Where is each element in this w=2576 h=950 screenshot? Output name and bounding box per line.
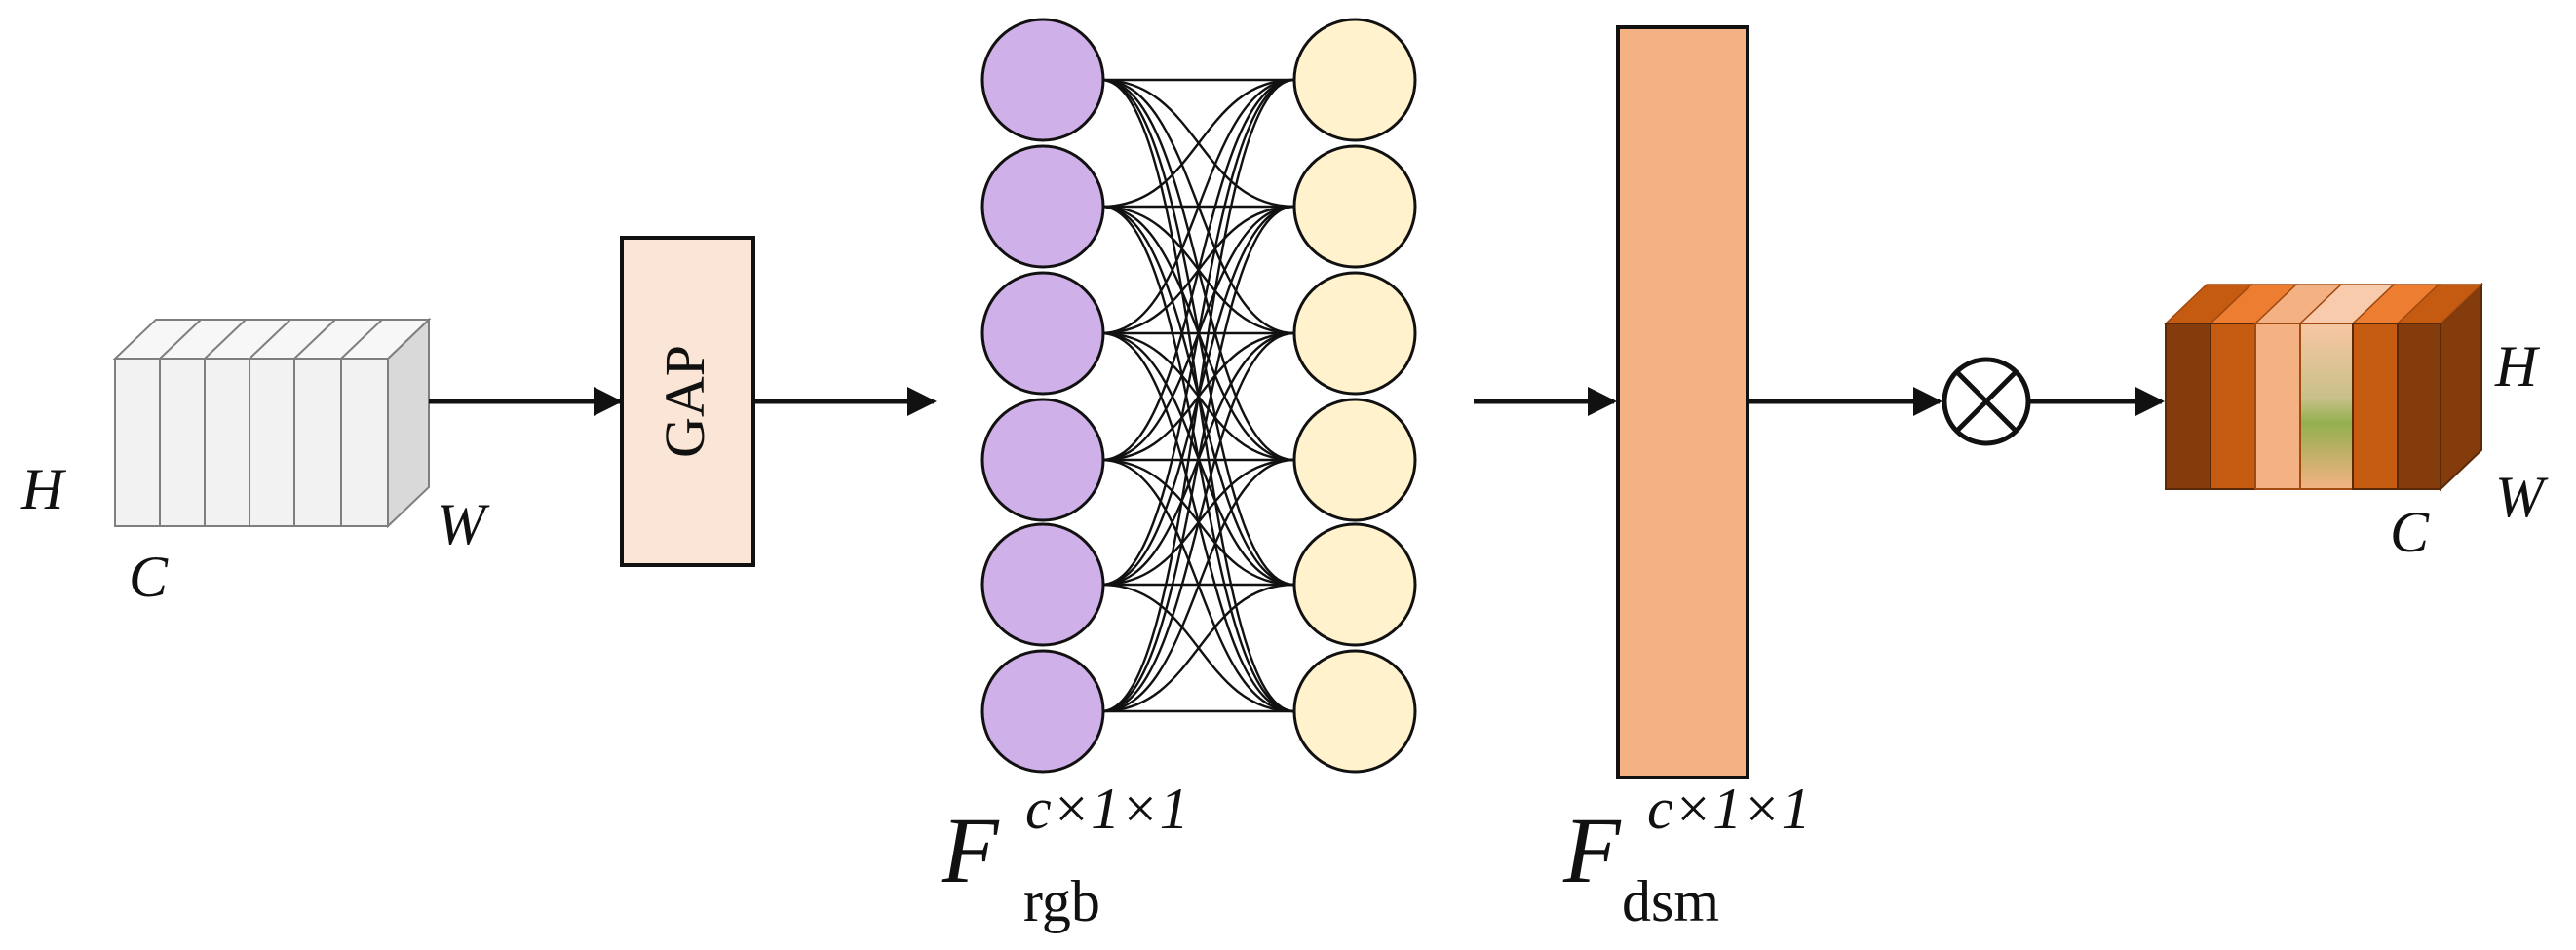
- fc-left-node: [980, 271, 1105, 396]
- fc-rgb-label: F c×1×1 rgb: [941, 777, 1189, 933]
- dsm-block: F c×1×1 dsm: [1562, 25, 1811, 933]
- dsm-box: [1616, 25, 1749, 779]
- input-tensor: H W C: [20, 317, 490, 609]
- fc-right-node: [1292, 522, 1417, 647]
- fc-right-nodes: [1292, 18, 1417, 774]
- fc-rgb-label-main: F: [941, 798, 1000, 902]
- fc-right-node: [1292, 398, 1417, 522]
- output-slice: [2299, 323, 2354, 490]
- output-label-w: W: [2495, 465, 2549, 529]
- output-slice: [2210, 323, 2256, 490]
- fc-connections: [1100, 78, 1295, 713]
- fc-left-node: [980, 649, 1105, 774]
- fc-left-node: [980, 522, 1105, 647]
- multiply-operator: [1942, 357, 2031, 446]
- gap-label: GAP: [653, 345, 716, 458]
- dsm-label-main: F: [1562, 798, 1622, 902]
- fc-left-node: [980, 144, 1105, 269]
- input-tensor-top-face: [112, 319, 432, 360]
- input-slice: [204, 358, 250, 527]
- dsm-label-sup: c×1×1: [1647, 777, 1811, 841]
- input-slice: [249, 358, 295, 527]
- dsm-label-sub: dsm: [1622, 869, 1719, 933]
- gap-box: [620, 236, 755, 567]
- output-slice: [2352, 323, 2399, 490]
- fc-layer: F c×1×1 rgb: [941, 18, 1417, 933]
- output-slice: [2397, 323, 2441, 490]
- output-label-c: C: [2390, 500, 2430, 564]
- input-tensor-top-dividers: [159, 319, 383, 360]
- input-slice: [159, 358, 206, 527]
- fc-right-node: [1292, 18, 1417, 142]
- fc-left-nodes: [980, 18, 1105, 774]
- fc-left-node: [980, 398, 1105, 522]
- input-slice: [114, 358, 161, 527]
- gap-block: GAP: [620, 236, 755, 567]
- output-slice: [2254, 323, 2301, 490]
- multiply-icon-cross-b: [1955, 370, 2018, 433]
- fc-right-node: [1292, 649, 1417, 774]
- fc-left-node: [980, 18, 1105, 142]
- output-tensor: H W C: [2164, 282, 2549, 564]
- fc-right-node: [1292, 144, 1417, 269]
- fc-rgb-label-sub: rgb: [1023, 869, 1100, 933]
- input-slice: [293, 358, 342, 527]
- fc-rgb-label-sup: c×1×1: [1025, 777, 1189, 841]
- output-slice: [2165, 323, 2211, 490]
- input-slice: [340, 358, 389, 527]
- input-label-w: W: [437, 492, 490, 556]
- fc-right-node: [1292, 271, 1417, 396]
- input-label-h: H: [20, 457, 67, 521]
- output-label-h: H: [2494, 334, 2541, 399]
- input-label-c: C: [129, 545, 169, 609]
